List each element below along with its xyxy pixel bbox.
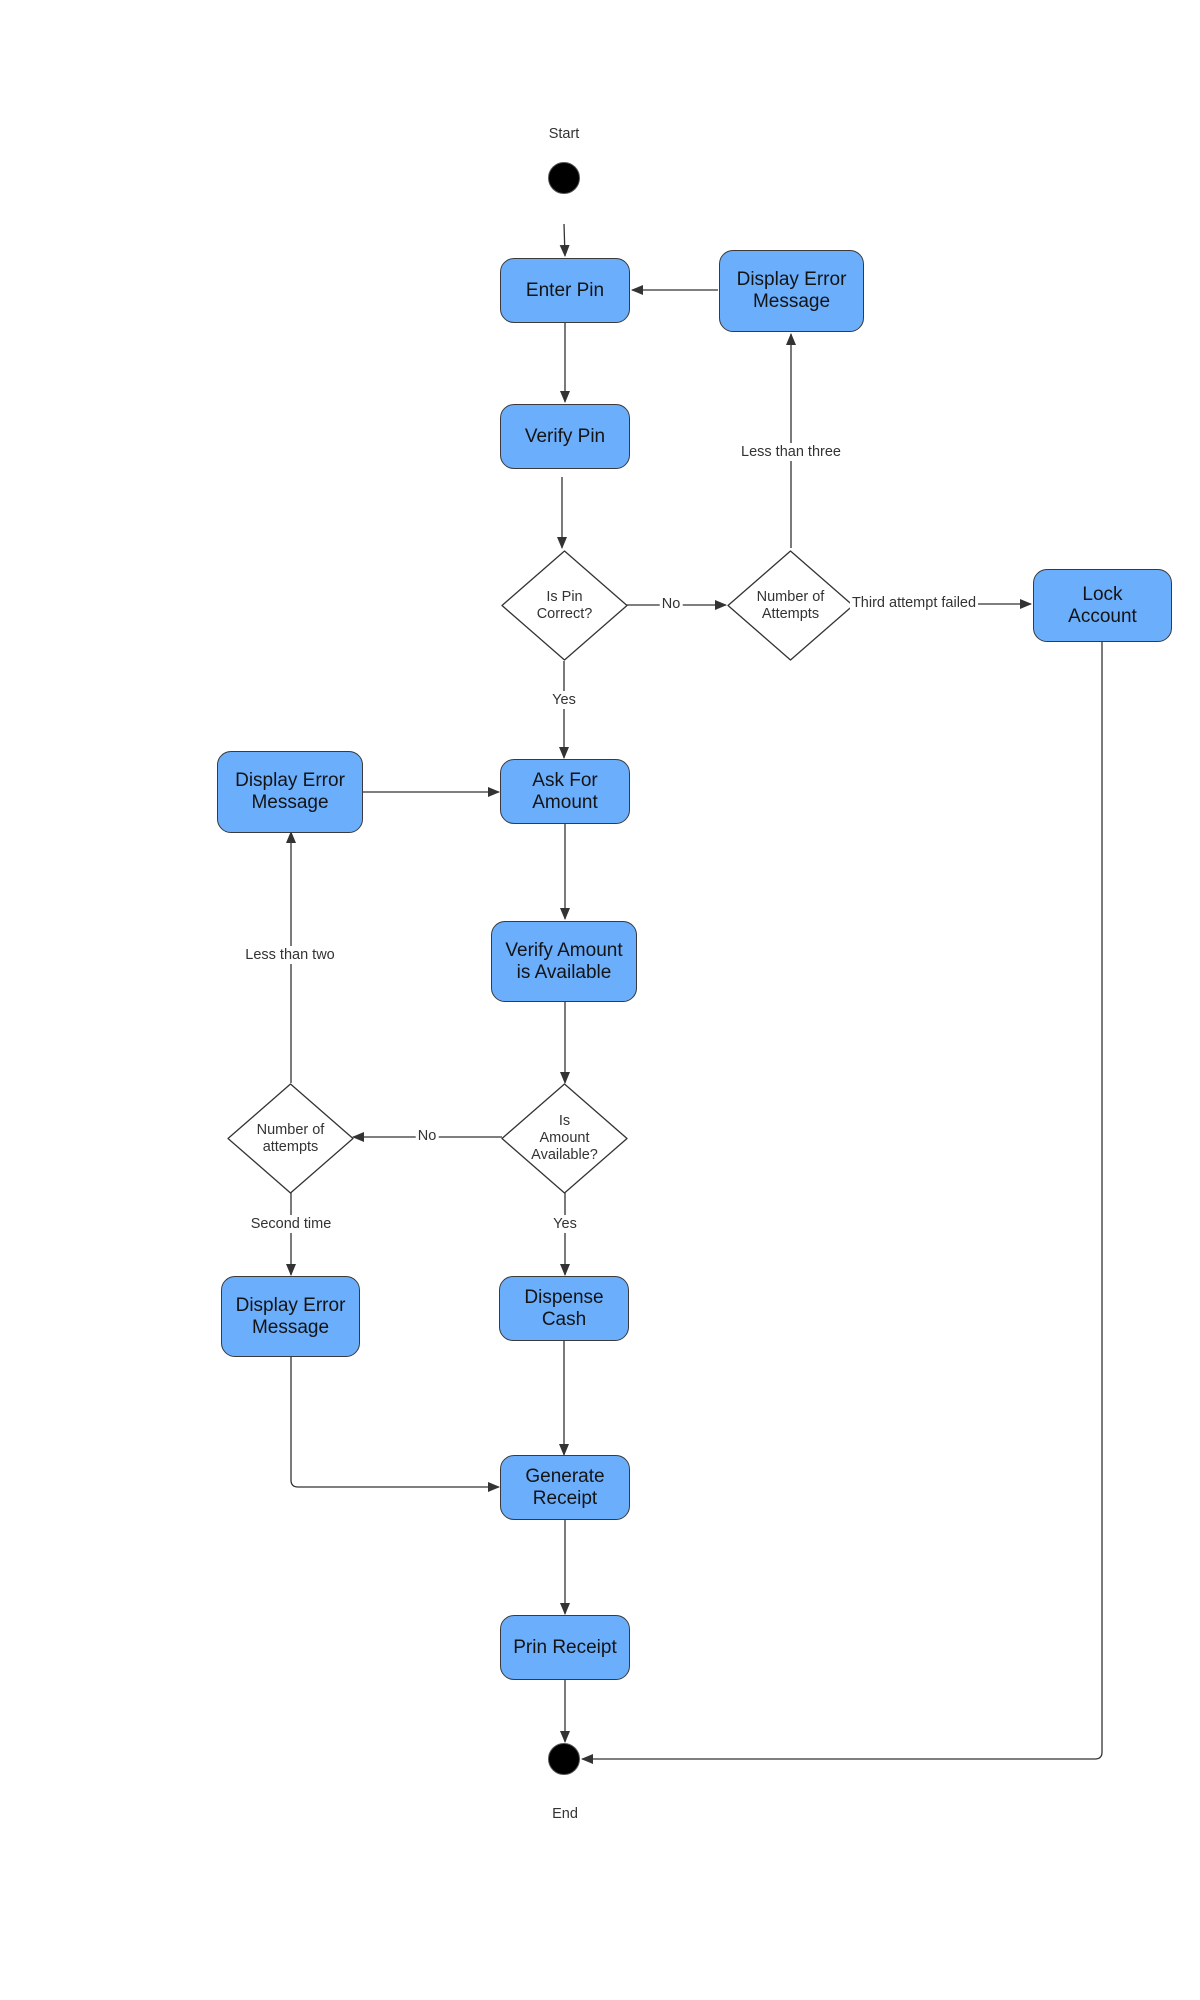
edge-label-pin-no: No — [659, 595, 683, 613]
edge-label-third-attempt-failed: Third attempt failed — [849, 594, 979, 612]
edge-label-amount-no: No — [415, 1127, 439, 1145]
dispense-cash-node: Dispense Cash — [499, 1276, 629, 1341]
is-amount-available-decision: Is Amount Available? — [501, 1083, 628, 1194]
edge-label-pin-yes: Yes — [550, 691, 578, 709]
display-error-top-node: Display Error Message — [719, 250, 864, 332]
verify-amount-node: Verify Amount is Available — [491, 921, 637, 1002]
edge-lock-to-end — [581, 642, 1103, 1764]
ask-for-amount-node: Ask For Amount — [500, 759, 630, 824]
generate-receipt-node: Generate Receipt — [500, 1455, 630, 1520]
edge-error-bottom-to-generate — [290, 1355, 500, 1492]
edge-label-less-than-two: Less than two — [243, 946, 337, 964]
number-of-attempts-left-text: Number of attempts — [256, 1121, 325, 1155]
end-label: End — [552, 1806, 578, 1822]
diamond-shape — [227, 1083, 354, 1194]
edge-label-amount-yes: Yes — [551, 1215, 579, 1233]
number-of-attempts-top-text: Number of Attempts — [756, 588, 825, 622]
end-node — [548, 1743, 580, 1775]
edge-label-second-time: Second time — [248, 1215, 334, 1233]
diamond-shape — [727, 550, 854, 661]
enter-pin-node: Enter Pin — [500, 258, 630, 323]
diamond-shape — [501, 550, 628, 661]
number-of-attempts-left-decision: Number of attempts — [227, 1083, 354, 1194]
is-amount-available-text: Is Amount Available? — [531, 1113, 598, 1163]
is-pin-correct-decision: Is Pin Correct? — [501, 550, 628, 661]
diamond-shape — [501, 1083, 628, 1194]
start-node — [548, 162, 580, 194]
display-error-bottom-node: Display Error Message — [221, 1276, 360, 1357]
number-of-attempts-top-decision: Number of Attempts — [727, 550, 854, 661]
edge-start-to-enter-pin — [559, 223, 570, 257]
is-pin-correct-text: Is Pin Correct? — [536, 588, 593, 622]
lock-account-node: Lock Account — [1033, 569, 1172, 642]
print-receipt-node: Prin Receipt — [500, 1615, 630, 1680]
verify-pin-node: Verify Pin — [500, 404, 630, 469]
start-label: Start — [548, 126, 580, 142]
display-error-left-node: Display Error Message — [217, 751, 363, 833]
edge-label-less-than-three: Less than three — [739, 443, 843, 461]
